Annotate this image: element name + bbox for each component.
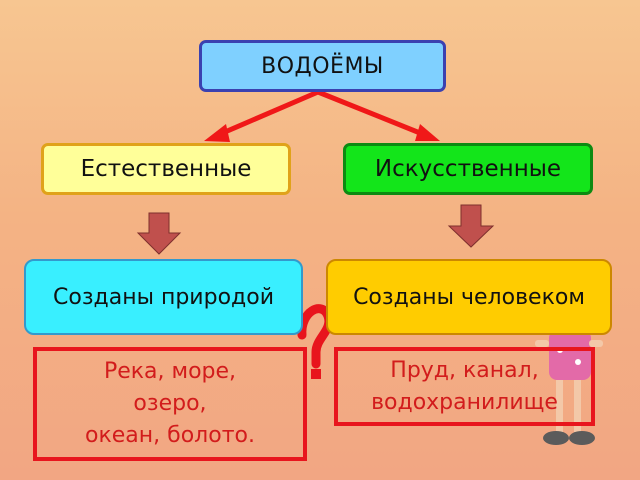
- arrow-to-artificial: [317, 89, 426, 138]
- root-node: ВОДОЁМЫ: [199, 40, 446, 92]
- artificial-examples: Пруд, канал, водохранилище: [371, 357, 558, 415]
- artificial-description: Созданы человеком: [353, 284, 585, 310]
- natural-description: Созданы природой: [53, 284, 274, 310]
- artificial-description-node: Созданы человеком: [326, 259, 612, 335]
- arrow-to-natural: [217, 89, 319, 138]
- down-arrow-artificial: [447, 204, 495, 248]
- down-arrow-natural: [136, 212, 182, 255]
- branch-arrows: [204, 89, 440, 142]
- natural-label: Естественные: [80, 156, 252, 182]
- artificial-label: Искусственные: [374, 156, 562, 182]
- artificial-examples-box: Пруд, канал, водохранилище: [334, 347, 595, 426]
- natural-description-node: Созданы природой: [24, 259, 303, 335]
- natural-examples: Река, море, озеро, океан, болото.: [85, 359, 255, 448]
- root-label: ВОДОЁМЫ: [261, 53, 384, 79]
- arrow-to-natural-head: [204, 124, 230, 142]
- natural-node: Естественные: [41, 143, 291, 195]
- arrow-to-artificial-head: [415, 124, 440, 141]
- artificial-node: Искусственные: [343, 143, 593, 195]
- natural-examples-box: Река, море, озеро, океан, болото.: [33, 347, 307, 461]
